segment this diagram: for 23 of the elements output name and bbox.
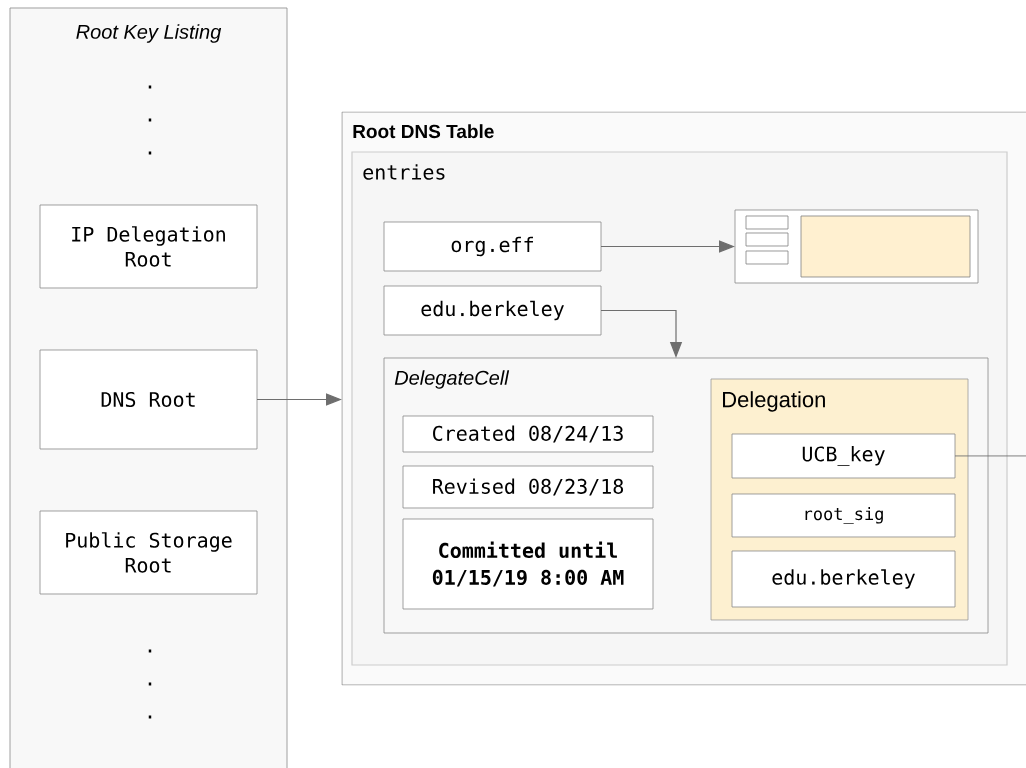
panel-title: Root Key Listing bbox=[76, 24, 222, 43]
field-box: Committed until 01/15/19 8:00 AM bbox=[402, 518, 654, 610]
field-box: UCB_key bbox=[731, 433, 956, 479]
record-box bbox=[734, 209, 979, 284]
field-box: Revised 08/23/18 bbox=[402, 465, 654, 509]
field-box: IP Delegation Root bbox=[39, 204, 258, 289]
field-box: Public Storage Root bbox=[39, 510, 258, 595]
ellipsis-dot: . bbox=[148, 682, 152, 686]
field-box: root_sig bbox=[731, 493, 956, 538]
field-box: DNS Root bbox=[39, 349, 258, 450]
field-box: edu.berkeley bbox=[383, 285, 602, 336]
ellipsis-dot: . bbox=[148, 715, 152, 719]
panel-title: entries bbox=[363, 164, 445, 180]
panel-title: Delegation bbox=[723, 391, 825, 412]
ellipsis-dot: . bbox=[148, 85, 152, 89]
field-box: org.eff bbox=[383, 221, 602, 272]
ellipsis-dot: . bbox=[148, 118, 152, 122]
panel-title: Root DNS Table bbox=[353, 124, 494, 139]
panel-title: DelegateCell bbox=[394, 370, 510, 389]
ellipsis-dot: . bbox=[148, 649, 152, 653]
ellipsis-dot: . bbox=[148, 151, 152, 155]
field-box: edu.berkeley bbox=[731, 550, 956, 608]
field-box: Created 08/24/13 bbox=[402, 415, 654, 453]
